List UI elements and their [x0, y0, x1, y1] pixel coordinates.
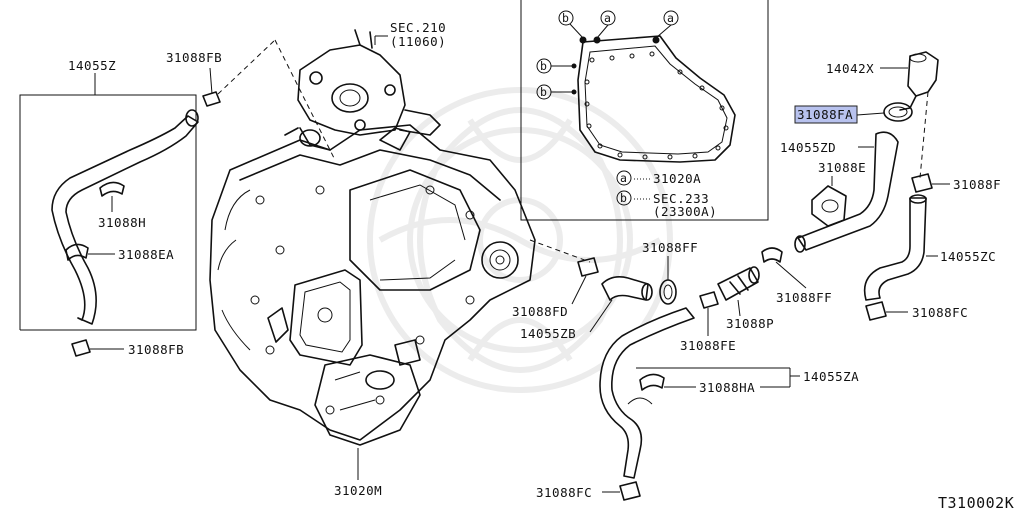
hose-14055ZA: 14055ZA: [599, 307, 859, 479]
label-14055ZA: 14055ZA: [803, 369, 859, 384]
clamp-31088FE: 31088FE: [680, 291, 736, 353]
label-31088FC-right: 31088FC: [912, 305, 968, 320]
clamp-31088FF-right: 31088FF: [761, 247, 832, 305]
svg-text:a: a: [667, 11, 674, 25]
inset-bolt-holes: [584, 51, 729, 160]
label-31088FF-mid: 31088FF: [642, 240, 698, 255]
bracket-31088E: 31088E: [811, 160, 866, 227]
hose-group-14055Z: 14055Z 31088H 31088EA: [19, 58, 199, 331]
label-31088FF-right: 31088FF: [776, 290, 832, 305]
diagram-code: T310002K: [938, 494, 1014, 511]
label-31088HA: 31088HA: [699, 380, 755, 395]
label-31020M: 31020M: [334, 483, 382, 498]
hose-14055ZB: 14055ZB: [520, 276, 653, 341]
label-31088FC-bottom: 31088FC: [536, 485, 592, 500]
dashed-link-31088FD: [529, 239, 591, 263]
watermark-emblem: [367, 87, 673, 393]
clamp-31088FB-top: 31088FB: [166, 39, 336, 161]
label-31088FE: 31088FE: [680, 338, 736, 353]
clamp-31088FA: 31088FA: [794, 102, 913, 124]
legend-marker-a: [616, 170, 632, 186]
legend-text-b: SEC.233: [653, 191, 709, 206]
label-31088E: 31088E: [818, 160, 866, 175]
clamp-31088FC-right: 31088FC: [865, 301, 968, 321]
svg-text:a: a: [620, 171, 627, 185]
label-31088FA: 31088FA: [797, 107, 853, 122]
label-14055Z: 14055Z: [68, 58, 116, 73]
svg-text:b: b: [562, 11, 569, 25]
case-bolts: [250, 185, 505, 415]
clamp-31088FF-mid: 31088FF: [642, 240, 698, 305]
clamp-31088FC-bottom: 31088FC: [536, 481, 641, 501]
clamp-31088FB-bottom: 31088FB: [71, 339, 184, 357]
label-14055ZC: 14055ZC: [940, 249, 996, 264]
clamp-31088FD: 31088FD: [512, 257, 599, 319]
label-14042X: 14042X: [826, 61, 874, 76]
clamp-31088F: 31088F: [911, 173, 1001, 193]
legend-text-b-ref: (23300A): [653, 204, 717, 219]
clamp-31088HA: 31088HA: [639, 373, 791, 395]
label-31088FB-top: 31088FB: [166, 50, 222, 65]
label-sec-210-ref: (11060): [390, 34, 446, 49]
hose-14055ZC: 14055ZC: [863, 194, 996, 301]
label-31088EA: 31088EA: [118, 247, 174, 262]
label-14055ZD: 14055ZD: [780, 140, 836, 155]
label-sec-210: SEC.210: [390, 20, 446, 35]
legend-marker-b: [616, 190, 632, 206]
label-31088FD: 31088FD: [512, 304, 568, 319]
label-31088P: 31088P: [726, 316, 774, 331]
inset-panel: b a a b b a 31020A b SEC.233 (23300A): [520, 0, 769, 221]
svg-text:b: b: [540, 85, 547, 99]
svg-text:b: b: [540, 59, 547, 73]
label-31088H: 31088H: [98, 215, 146, 230]
svg-text:a: a: [604, 11, 611, 25]
label-31088FB-bottom: 31088FB: [128, 342, 184, 357]
label-14055ZB: 14055ZB: [520, 326, 576, 341]
label-31088F: 31088F: [953, 177, 1001, 192]
sec-210-callout: SEC.210 (11060): [374, 20, 446, 49]
pipe-31088P: 31088P: [717, 266, 774, 331]
svg-text:b: b: [620, 191, 627, 205]
legend-text-a: 31020A: [653, 171, 701, 186]
inset-marker-b1: [558, 10, 574, 26]
transmission-assembly-31020M: 31020M: [209, 29, 536, 498]
hose-14055ZD: 14055ZD: [780, 131, 899, 253]
